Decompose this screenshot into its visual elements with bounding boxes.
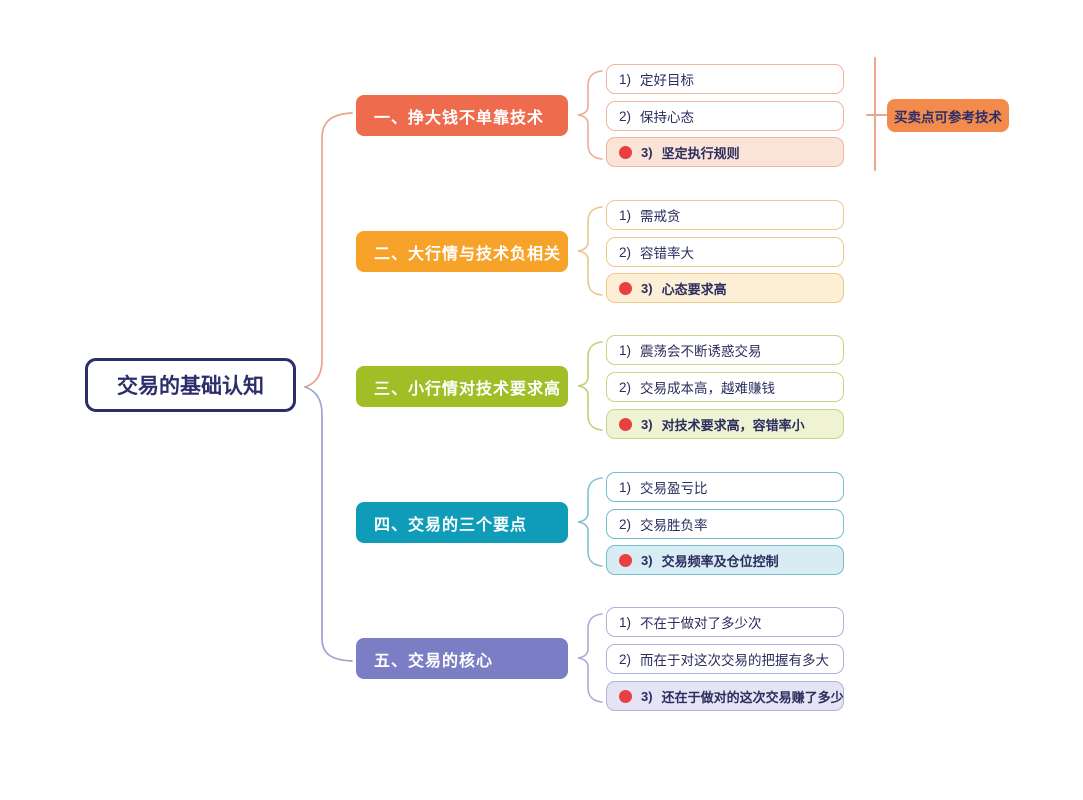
branch-brace-4 [577, 477, 603, 567]
item-number: 3) [641, 144, 653, 160]
item-text: 定好目标 [640, 73, 695, 88]
item-text: 交易频率及仓位控制 [661, 553, 779, 569]
branch-4-label: 四、交易的三个要点 [374, 516, 528, 534]
branch-2-item-2[interactable]: 2) 容错率大 [606, 237, 844, 267]
branch-4-node[interactable]: 四、交易的三个要点 [356, 502, 568, 543]
item-number: 1) [619, 614, 632, 630]
branch-5-item-2[interactable]: 2) 而在于对这次交易的把握有多大 [606, 644, 844, 674]
item-number: 2) [619, 244, 632, 260]
branch-3-item-3[interactable]: 3) 对技术要求高，容错率小 [606, 409, 844, 439]
item-text: 容错率大 [640, 246, 695, 261]
branch-3-item-1[interactable]: 1) 震荡会不断诱惑交易 [606, 335, 844, 365]
branch-brace-5 [577, 613, 603, 703]
side-note-label: 买卖点可参考技术 [894, 109, 1002, 125]
item-text: 而在于对这次交易的把握有多大 [640, 653, 830, 668]
item-text: 交易盈亏比 [640, 481, 708, 496]
branch-5-item-3[interactable]: 3) 还在于做对的这次交易赚了多少 [606, 681, 844, 711]
branch-1-item-3[interactable]: 3) 坚定执行规则 [606, 137, 844, 167]
root-node[interactable]: 交易的基础认知 [85, 358, 296, 412]
item-number: 1) [619, 207, 632, 223]
item-text: 对技术要求高，容错率小 [661, 417, 805, 433]
side-note[interactable]: 买卖点可参考技术 [887, 99, 1009, 132]
item-text: 需戒贪 [640, 209, 681, 224]
red-dot-icon [619, 689, 632, 703]
branch-brace-2 [577, 206, 603, 296]
branch-3-item-2[interactable]: 2) 交易成本高，越难赚钱 [606, 372, 844, 402]
item-number: 2) [619, 651, 632, 667]
branch-1-item-2[interactable]: 2) 保持心态 [606, 101, 844, 131]
root-label: 交易的基础认知 [117, 375, 264, 398]
item-text: 还在于做对的这次交易赚了多少 [661, 689, 844, 705]
item-number: 1) [619, 71, 632, 87]
branch-2-item-1[interactable]: 1) 需戒贪 [606, 200, 844, 230]
item-number: 3) [641, 552, 653, 568]
item-number: 3) [641, 688, 653, 704]
red-dot-icon [619, 281, 632, 295]
item-text: 震荡会不断诱惑交易 [640, 344, 762, 359]
item-text: 心态要求高 [661, 281, 727, 297]
branch-5-label: 五、交易的核心 [374, 652, 494, 670]
item-text: 不在于做对了多少次 [640, 616, 762, 631]
item-number: 2) [619, 379, 632, 395]
item-number: 2) [619, 108, 632, 124]
item-number: 1) [619, 342, 632, 358]
branch-5-node[interactable]: 五、交易的核心 [356, 638, 568, 679]
branch-brace-1 [577, 70, 603, 160]
branch-2-node[interactable]: 二、大行情与技术负相关 [356, 231, 568, 272]
branch-1-node[interactable]: 一、挣大钱不单靠技术 [356, 95, 568, 136]
red-dot-icon [619, 145, 632, 159]
branch-4-item-1[interactable]: 1) 交易盈亏比 [606, 472, 844, 502]
branch-4-item-3[interactable]: 3) 交易频率及仓位控制 [606, 545, 844, 575]
item-text: 保持心态 [640, 110, 695, 125]
branch-4-item-2[interactable]: 2) 交易胜负率 [606, 509, 844, 539]
branch-5-item-1[interactable]: 1) 不在于做对了多少次 [606, 607, 844, 637]
branch-1-item-1[interactable]: 1) 定好目标 [606, 64, 844, 94]
branch-2-label: 二、大行情与技术负相关 [374, 245, 562, 263]
red-dot-icon [619, 417, 632, 431]
item-text: 交易成本高，越难赚钱 [640, 381, 776, 396]
red-dot-icon [619, 553, 632, 567]
branch-1-label: 一、挣大钱不单靠技术 [374, 109, 545, 127]
branch-2-item-3[interactable]: 3) 心态要求高 [606, 273, 844, 303]
item-number: 1) [619, 479, 632, 495]
item-text: 交易胜负率 [640, 518, 708, 533]
item-number: 2) [619, 516, 632, 532]
branch-brace-3 [577, 341, 603, 431]
root-brace-bottom [304, 386, 353, 662]
branch-3-node[interactable]: 三、小行情对技术要求高 [356, 366, 568, 407]
item-number: 3) [641, 416, 653, 432]
item-text: 坚定执行规则 [661, 145, 740, 161]
root-brace-top [304, 112, 353, 388]
item-number: 3) [641, 280, 653, 296]
branch-3-label: 三、小行情对技术要求高 [374, 380, 562, 398]
